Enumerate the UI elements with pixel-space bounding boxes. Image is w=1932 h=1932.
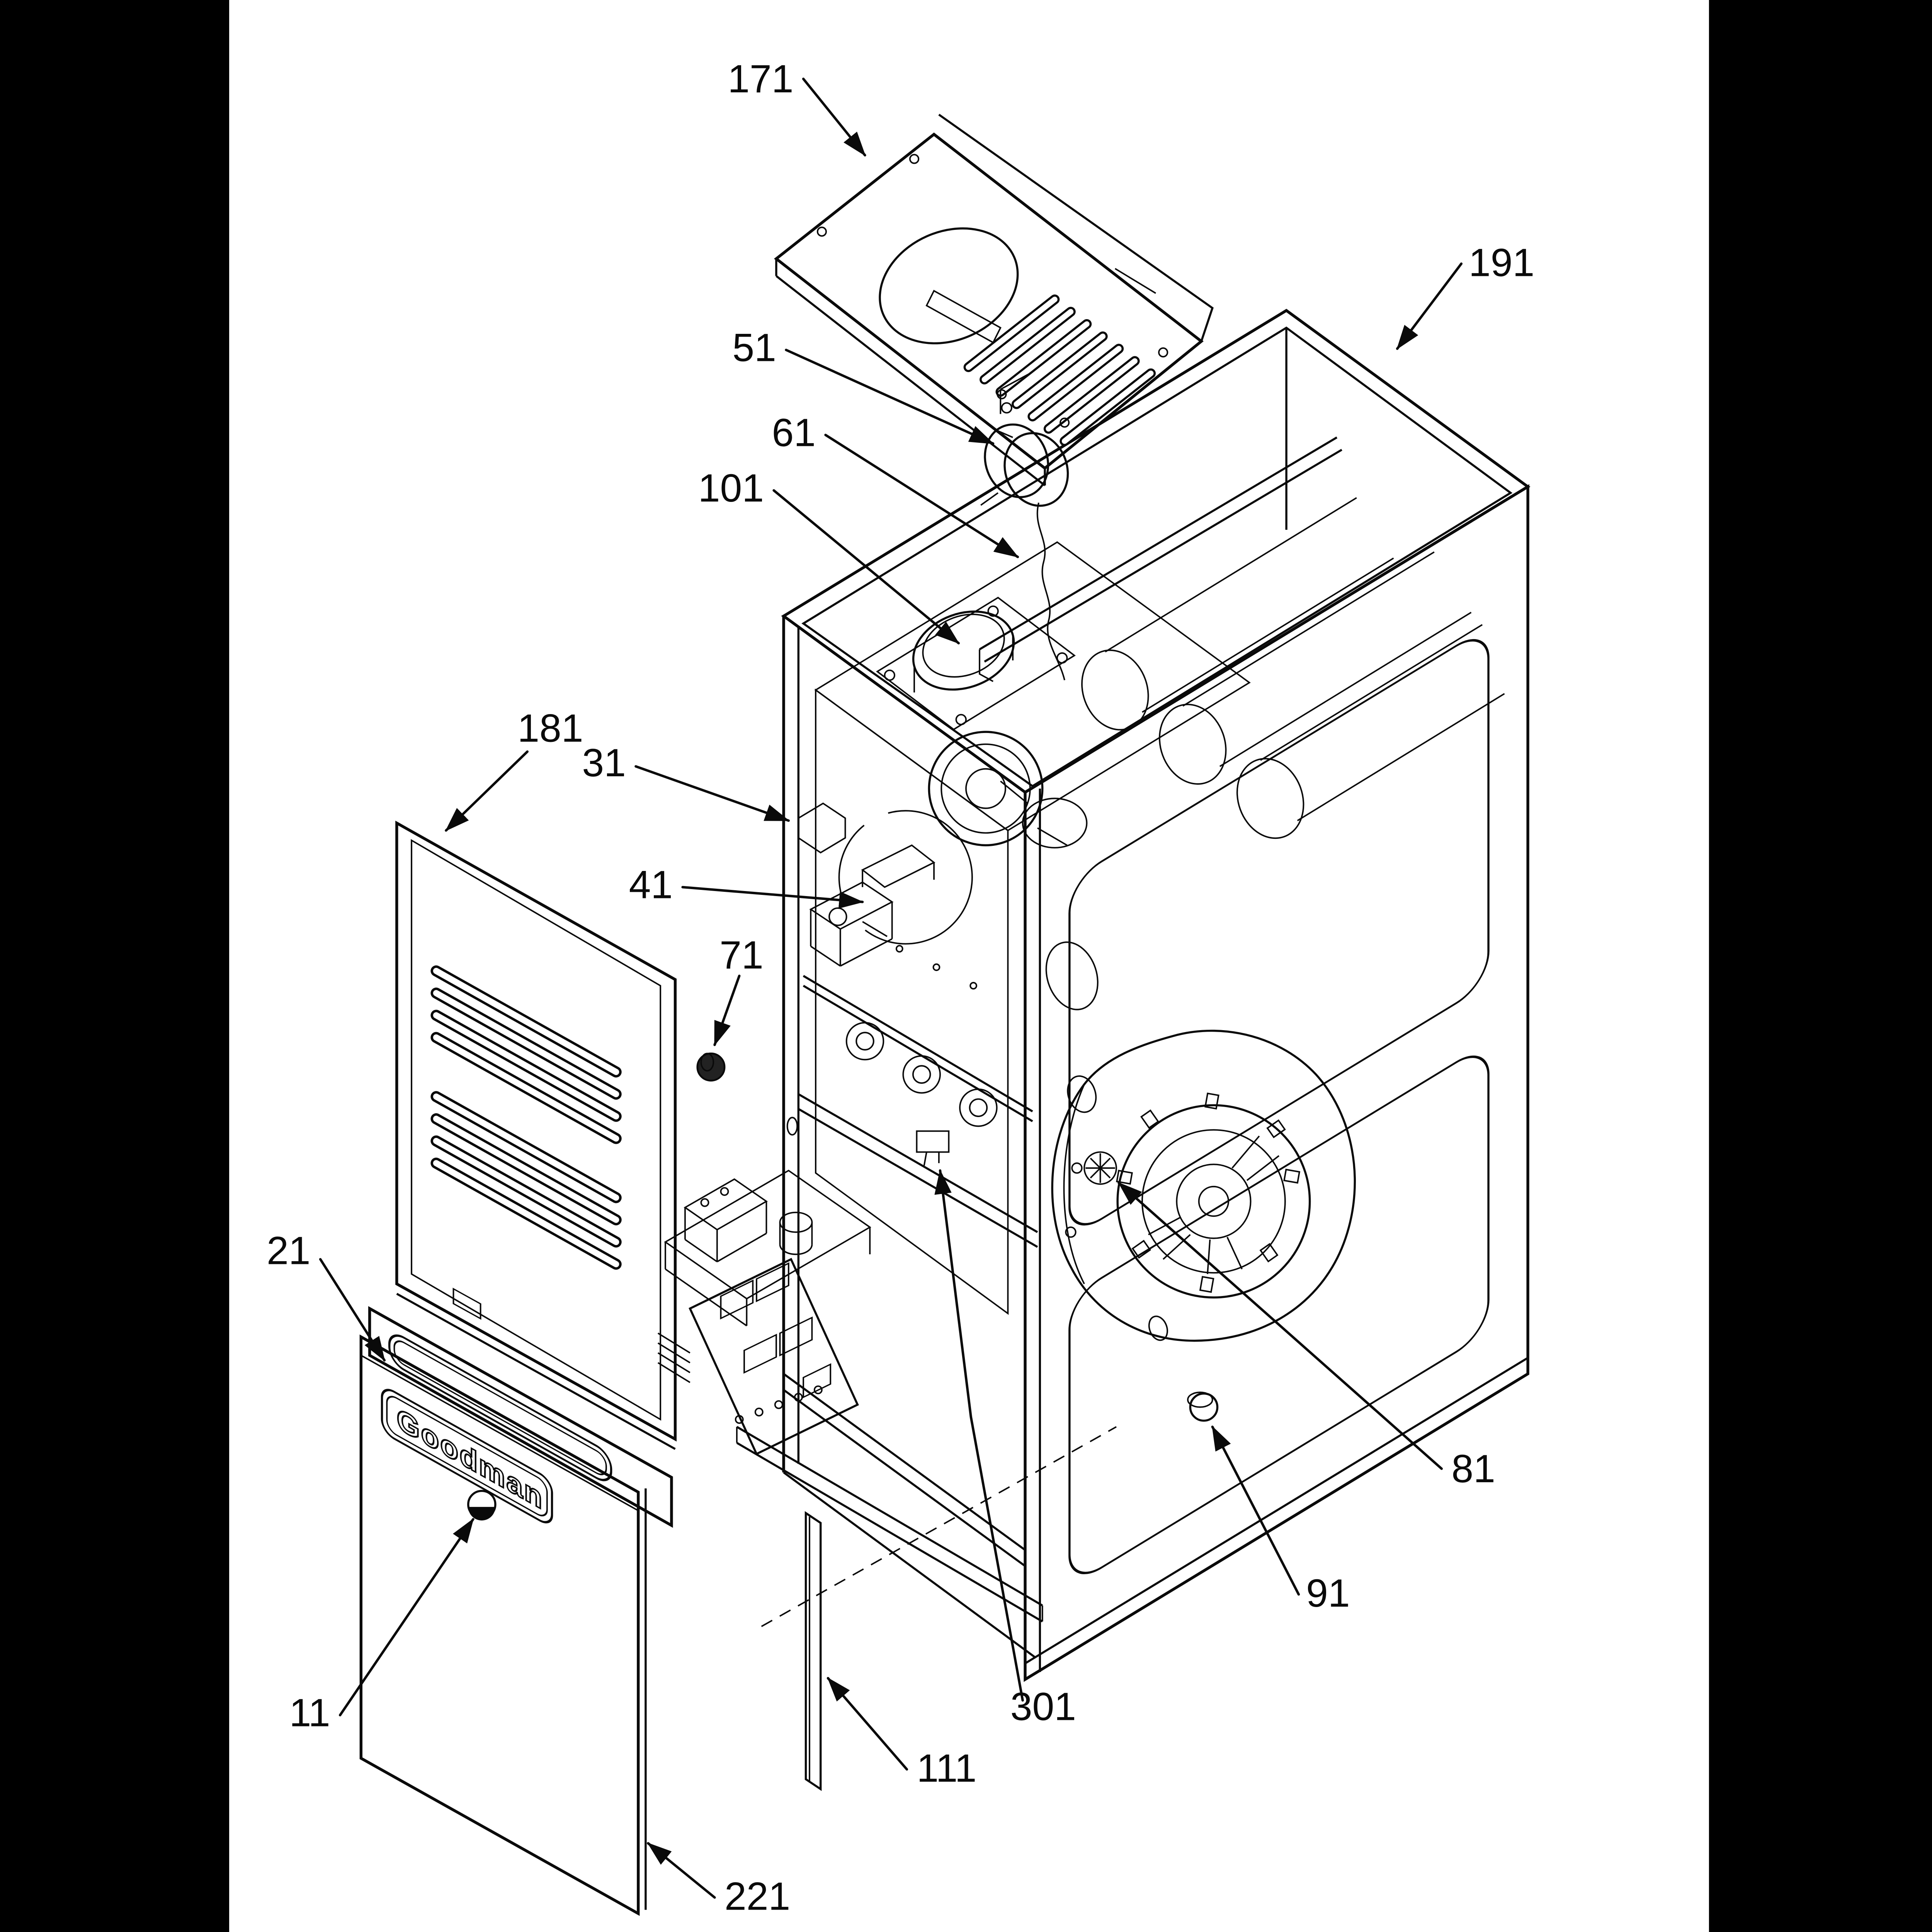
- callout-221-label: 221: [724, 1874, 790, 1918]
- callout-81-leader: [1117, 1182, 1443, 1470]
- grommet-71: [696, 1053, 726, 1082]
- callout-31-leader: [634, 765, 790, 822]
- switch-wire: [1036, 502, 1065, 680]
- callout-21: 21: [267, 1229, 386, 1362]
- callout-181: 181: [445, 706, 583, 832]
- circuit-board: [689, 1258, 859, 1456]
- inner-wall-knockouts: [1045, 941, 1099, 1238]
- heat-exchanger-tubes: [1081, 497, 1505, 839]
- vestibule-panel: [814, 541, 1251, 1315]
- callouts: 171 51 61 101 191 181 31 41: [267, 57, 1534, 1918]
- callout-21-label: 21: [267, 1229, 311, 1273]
- callout-111: 111: [827, 1677, 977, 1790]
- callout-91: 91: [1211, 1425, 1350, 1615]
- callout-51-leader: [785, 349, 995, 445]
- callout-71: 71: [713, 933, 764, 1046]
- flue-hole: [879, 227, 1019, 345]
- callout-41-leader: [681, 886, 864, 909]
- upper-panel-louvers: [430, 965, 622, 1270]
- callout-171-leader: [802, 77, 866, 156]
- gas-valve: [809, 881, 894, 967]
- callout-21-leader: [319, 1258, 386, 1362]
- callout-61-leader: [824, 434, 1019, 558]
- callout-301: 301: [934, 1169, 1076, 1729]
- top-cover-panel: [774, 114, 1214, 486]
- left-mask-bar: [0, 0, 230, 1932]
- callout-41: 41: [629, 863, 864, 909]
- callout-81: 81: [1117, 1182, 1495, 1491]
- callout-61: 61: [772, 410, 1019, 558]
- upper-access-panel: [395, 820, 677, 1450]
- door-switch: [916, 1130, 950, 1166]
- capacitor: [779, 1211, 813, 1255]
- callout-301-label: 301: [1010, 1685, 1076, 1729]
- transformer: [684, 1178, 768, 1262]
- blower-grommet: [1083, 1151, 1117, 1185]
- callout-171: 171: [728, 57, 866, 156]
- callout-31: 31: [582, 741, 790, 822]
- callout-101-label: 101: [698, 466, 764, 510]
- callout-171-label: 171: [728, 57, 793, 101]
- blower-assembly: [1051, 1029, 1356, 1342]
- callout-181-label: 181: [517, 706, 583, 750]
- callout-191: 191: [1396, 240, 1534, 350]
- callout-11: 11: [289, 1518, 474, 1735]
- support-rail: [979, 436, 1342, 682]
- trim-strip-111: [804, 1511, 822, 1791]
- right-mask-bar: [1709, 0, 1932, 1932]
- callout-11-label: 11: [289, 1690, 330, 1735]
- callout-101-leader: [772, 489, 960, 645]
- callout-101: 101: [698, 466, 960, 645]
- callout-81-label: 81: [1451, 1447, 1495, 1491]
- callout-221: 221: [647, 1842, 790, 1918]
- door-knob: [467, 1490, 497, 1520]
- callout-91-label: 91: [1306, 1571, 1350, 1615]
- control-board-assembly: [657, 1170, 871, 1456]
- pressure-switch: [980, 372, 1069, 507]
- callout-111-leader: [827, 1677, 908, 1771]
- callout-191-leader: [1396, 262, 1463, 350]
- callout-111-label: 111: [917, 1746, 976, 1790]
- burner-assembly: [798, 802, 1038, 1248]
- callout-71-label: 71: [719, 933, 764, 977]
- callout-181-leader: [445, 750, 529, 832]
- callout-11-leader: [338, 1518, 474, 1716]
- top-panel-louvers: [963, 294, 1156, 446]
- cabinet: [736, 309, 1531, 1682]
- callout-221-leader: [647, 1842, 716, 1899]
- callout-41-label: 41: [629, 863, 673, 907]
- inducer-blower: [928, 731, 1088, 849]
- callout-301-leader: [934, 1169, 1024, 1702]
- plug-91: [1187, 1391, 1219, 1422]
- callout-51-label: 51: [732, 325, 776, 369]
- callout-91-leader: [1211, 1425, 1300, 1596]
- callout-61-label: 61: [772, 410, 816, 454]
- callout-31-label: 31: [582, 741, 626, 785]
- callout-51: 51: [732, 325, 995, 445]
- callout-71-leader: [713, 975, 741, 1046]
- callout-191-label: 191: [1469, 240, 1534, 284]
